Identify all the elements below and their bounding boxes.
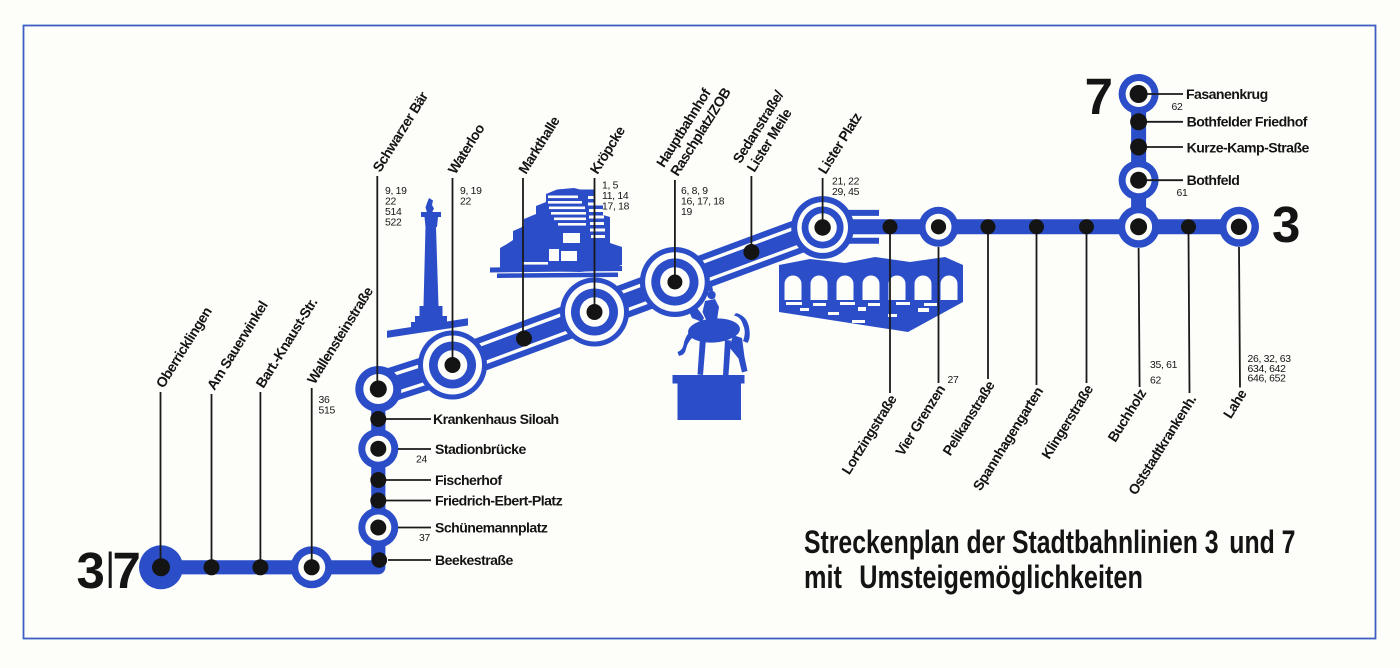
svg-text:646, 652: 646, 652 bbox=[1248, 374, 1287, 385]
svg-text:22: 22 bbox=[460, 197, 471, 208]
svg-text:9, 19: 9, 19 bbox=[385, 186, 407, 197]
svg-text:Schünemannplatz: Schünemannplatz bbox=[435, 520, 548, 536]
svg-text:36: 36 bbox=[319, 395, 330, 406]
svg-text:515: 515 bbox=[319, 406, 336, 417]
svg-text:17, 18: 17, 18 bbox=[602, 202, 630, 213]
svg-text:62: 62 bbox=[1172, 102, 1183, 113]
svg-text:62: 62 bbox=[1150, 376, 1161, 387]
svg-text:24: 24 bbox=[416, 455, 427, 466]
svg-text:22: 22 bbox=[385, 197, 396, 208]
svg-text:Stadionbrücke: Stadionbrücke bbox=[435, 441, 526, 457]
svg-text:3: 3 bbox=[1272, 196, 1300, 253]
svg-text:Beekestraße: Beekestraße bbox=[435, 552, 513, 568]
svg-text:1, 5: 1, 5 bbox=[602, 181, 619, 192]
svg-text:Lister Platz: Lister Platz bbox=[815, 110, 865, 177]
svg-text:21, 22: 21, 22 bbox=[832, 177, 860, 188]
svg-text:Waterloo: Waterloo bbox=[444, 120, 487, 176]
svg-text:Bothfelder Friedhof: Bothfelder Friedhof bbox=[1187, 114, 1308, 130]
svg-text:Vier Grenzen: Vier Grenzen bbox=[892, 382, 948, 458]
svg-text:Lahe: Lahe bbox=[1220, 386, 1250, 421]
svg-text:Kröpcke: Kröpcke bbox=[586, 123, 628, 177]
svg-text:9, 19: 9, 19 bbox=[460, 186, 482, 197]
svg-text:Bothfeld: Bothfeld bbox=[1187, 172, 1240, 188]
svg-text:Oberricklingen: Oberricklingen bbox=[152, 304, 214, 390]
svg-text:Pelikanstraße: Pelikanstraße bbox=[939, 378, 998, 459]
svg-text:11, 14: 11, 14 bbox=[602, 191, 629, 202]
svg-text:27: 27 bbox=[948, 375, 959, 386]
svg-text:634, 642: 634, 642 bbox=[1248, 364, 1287, 375]
svg-text:16, 17, 18: 16, 17, 18 bbox=[681, 197, 725, 208]
svg-text:Fischerhof: Fischerhof bbox=[435, 472, 502, 488]
svg-text:Markthalle: Markthalle bbox=[515, 113, 563, 177]
svg-text:7: 7 bbox=[113, 542, 141, 599]
svg-text:514: 514 bbox=[385, 207, 402, 218]
svg-text:Klingerstraße: Klingerstraße bbox=[1038, 382, 1096, 462]
svg-text:61: 61 bbox=[1177, 188, 1188, 199]
svg-text:Krankenhaus Siloah: Krankenhaus Siloah bbox=[433, 411, 559, 427]
svg-text:Lortzingstraße: Lortzingstraße bbox=[838, 392, 900, 478]
svg-text:Friedrich-Ebert-Platz: Friedrich-Ebert-Platz bbox=[435, 493, 563, 509]
svg-text:Schwarzer Bär: Schwarzer Bär bbox=[369, 88, 431, 174]
svg-text:Kurze-Kamp-Straße: Kurze-Kamp-Straße bbox=[1187, 140, 1310, 156]
svg-text:7: 7 bbox=[1085, 68, 1113, 125]
svg-text:37: 37 bbox=[419, 533, 430, 544]
svg-text:26, 32, 63: 26, 32, 63 bbox=[1248, 354, 1292, 365]
svg-text:Buchholz: Buchholz bbox=[1104, 386, 1149, 445]
svg-text:3: 3 bbox=[77, 542, 105, 599]
svg-text:35, 61: 35, 61 bbox=[1150, 360, 1178, 371]
svg-text:19: 19 bbox=[681, 207, 692, 218]
svg-text:522: 522 bbox=[385, 218, 402, 229]
svg-text:Streckenplan der Stadtbahnlini: Streckenplan der Stadtbahnlinien 3 und 7 bbox=[804, 525, 1295, 561]
svg-text:mit Umsteigemöglichkeiten: mit Umsteigemöglichkeiten bbox=[804, 560, 1143, 596]
svg-text:29, 45: 29, 45 bbox=[832, 187, 860, 198]
svg-text:Fasanenkrug: Fasanenkrug bbox=[1186, 86, 1268, 102]
svg-text:6, 8, 9: 6, 8, 9 bbox=[681, 186, 708, 197]
